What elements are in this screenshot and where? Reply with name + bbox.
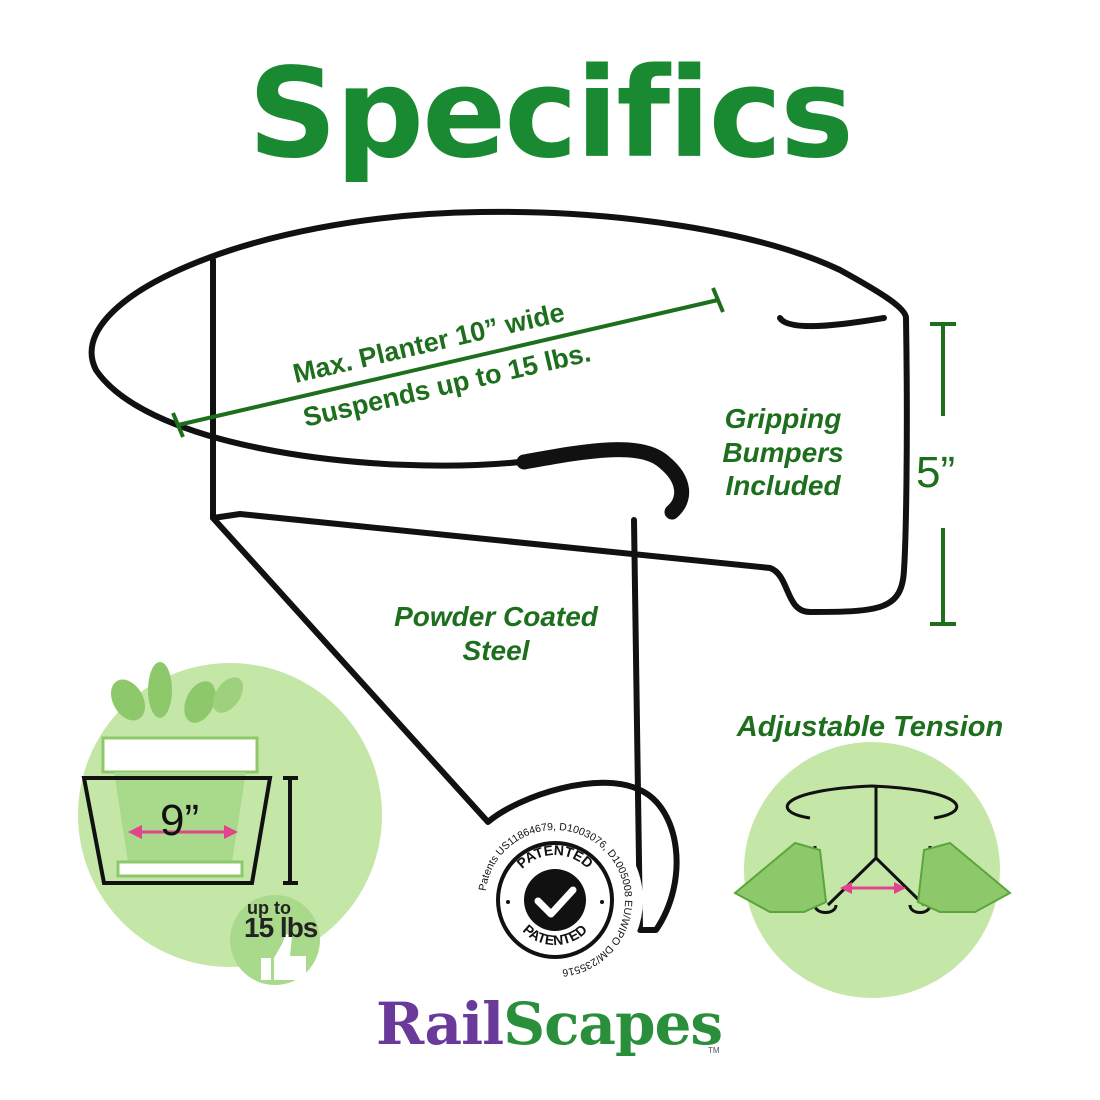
brand-logo-part2: Scapes — [503, 990, 723, 1058]
patent-check-icon — [524, 869, 586, 931]
height-dimension-label: 5” — [916, 448, 956, 497]
up-to-label: up to — [247, 898, 291, 918]
height-dimension-line — [930, 322, 956, 626]
gripping-bumper — [516, 442, 690, 520]
brand-logo-part1: Rail — [376, 990, 504, 1058]
weight-label: 15 lbs — [244, 912, 318, 943]
width-dimension-line — [171, 287, 725, 438]
page-title: Specifics — [248, 42, 854, 186]
brand-logo: RailScapes — [376, 990, 723, 1058]
wire-frame — [88, 208, 910, 933]
tension-bg-circle — [744, 742, 1000, 998]
gripping-bumpers-label: Gripping Bumpers Included — [722, 403, 844, 502]
pot-width-label: 9” — [160, 796, 200, 845]
adjustable-tension-label: Adjustable Tension — [736, 711, 1004, 743]
hands-icon — [733, 841, 1012, 913]
patent-badge: PATENTED PATENTED Patents US11864679, D1… — [467, 812, 643, 988]
trademark-mark: TM — [708, 1046, 720, 1055]
powder-coated-label: Powder Coated Steel — [394, 601, 598, 666]
thumbs-up-icon — [261, 934, 306, 980]
planter-icon — [81, 662, 298, 885]
